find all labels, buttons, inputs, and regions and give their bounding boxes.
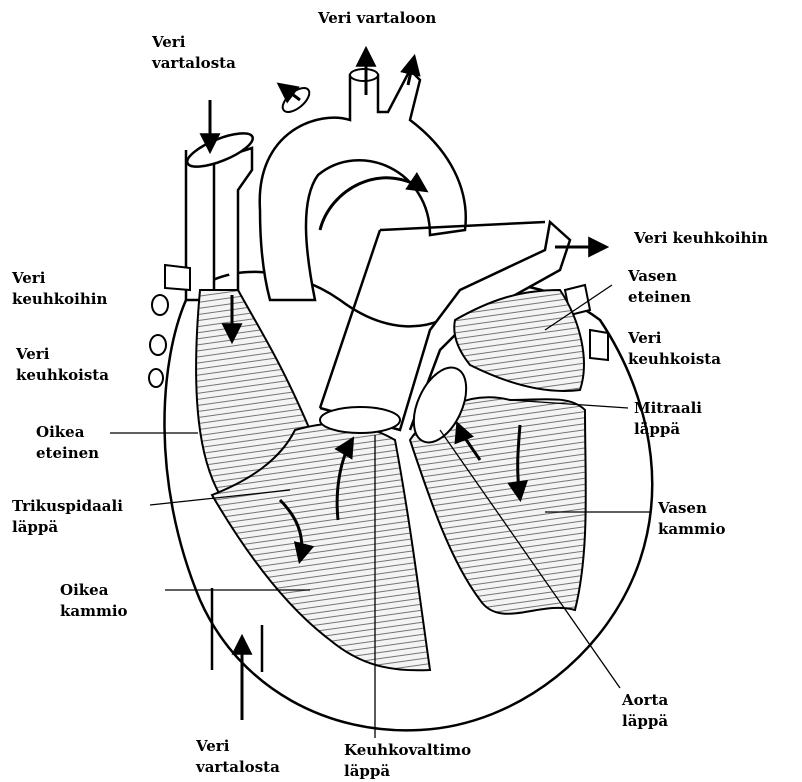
label-veri-vartalosta-top: Veri vartalosta — [152, 32, 236, 74]
label-veri-keuhkoista-left: Veri keuhkoista — [16, 344, 109, 386]
label-veri-keuhkoihin-right: Veri keuhkoihin — [634, 228, 768, 249]
label-aorta-lappa: Aorta läppä — [622, 690, 668, 732]
label-veri-keuhkoihin-left: Veri keuhkoihin — [12, 268, 107, 310]
aorta-branch-2 — [350, 69, 378, 81]
label-veri-vartaloon: Veri vartaloon — [318, 8, 436, 29]
label-oikea-kammio: Oikea kammio — [60, 580, 128, 622]
label-keuhkovaltimo-lappa: Keuhkovaltimo läppä — [344, 740, 471, 782]
label-vasen-eteinen: Vasen eteinen — [628, 266, 691, 308]
label-mitraali-lappa: Mitraali läppä — [634, 398, 702, 440]
label-vasen-kammio: Vasen kammio — [658, 498, 726, 540]
label-veri-vartalosta-bottom: Veri vartalosta — [196, 736, 280, 778]
label-trikuspidaali-lappa: Trikuspidaali läppä — [12, 496, 123, 538]
pulmonary-valve — [320, 407, 400, 433]
label-veri-keuhkoista-right: Veri keuhkoista — [628, 328, 721, 370]
label-oikea-eteinen: Oikea eteinen — [36, 422, 99, 464]
